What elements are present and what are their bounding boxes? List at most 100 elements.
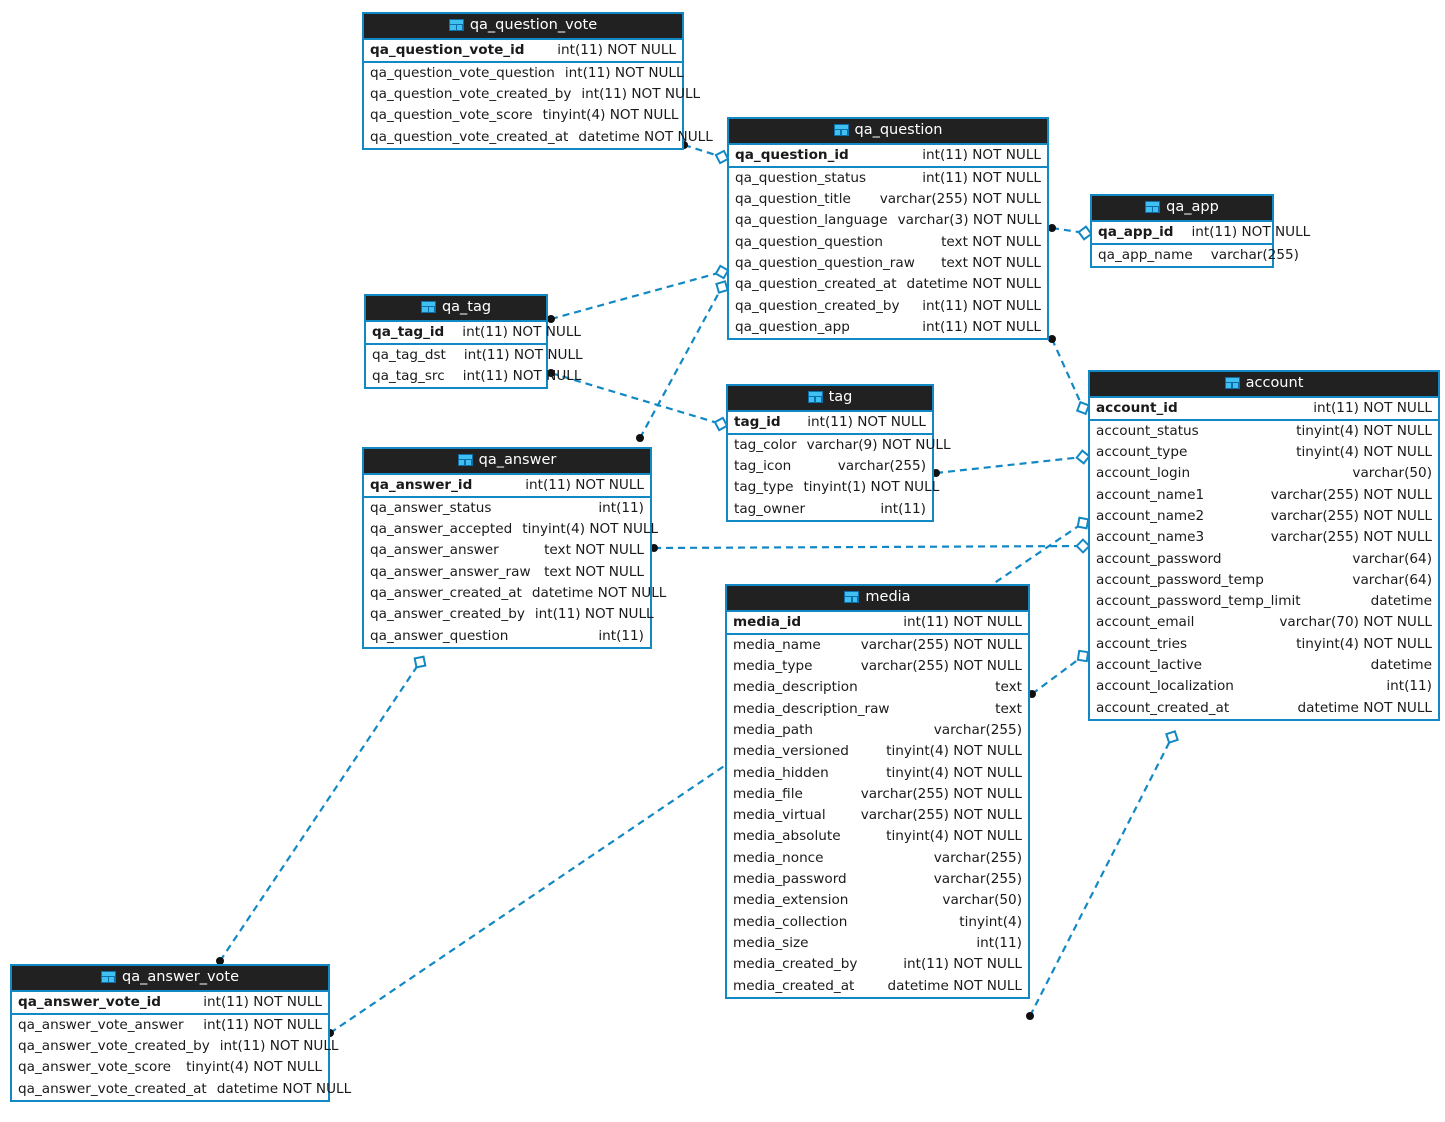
table-header-qa_question_vote[interactable]: qa_question_vote <box>364 14 682 40</box>
relationship-edge[interactable] <box>1048 335 1091 416</box>
relationship-edge[interactable] <box>1048 224 1093 241</box>
table-header-media[interactable]: media <box>727 586 1028 612</box>
table-header-account[interactable]: account <box>1090 372 1438 398</box>
relationship-edge[interactable] <box>932 449 1091 477</box>
table-header-qa_app[interactable]: qa_app <box>1092 196 1272 222</box>
relationship-edge[interactable] <box>547 264 730 323</box>
table-title: qa_question_vote <box>469 17 598 33</box>
relationship-edge[interactable] <box>1028 649 1090 698</box>
column-name: tag_icon <box>734 458 792 475</box>
table-header-qa_answer[interactable]: qa_answer <box>364 449 650 475</box>
table-header-qa_tag[interactable]: qa_tag <box>366 296 546 322</box>
table-header-qa_answer_vote[interactable]: qa_answer_vote <box>12 966 328 992</box>
table-header-tag[interactable]: tag <box>728 386 932 412</box>
relationship-edge[interactable] <box>1026 730 1179 1020</box>
table-header-qa_question[interactable]: qa_question <box>729 119 1047 145</box>
relationship-edge[interactable] <box>636 280 729 442</box>
relationship-edge[interactable] <box>216 655 427 965</box>
column-name: account_password_temp <box>1096 571 1264 588</box>
relationship-edge[interactable] <box>650 538 1091 554</box>
